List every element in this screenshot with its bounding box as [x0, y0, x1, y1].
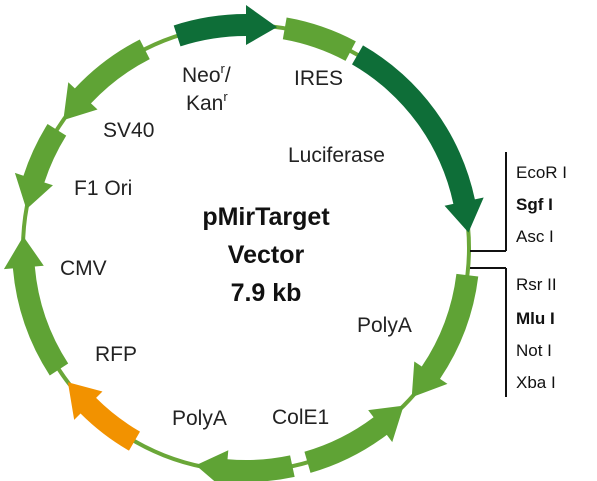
title-line-3: 7.9 kb — [231, 279, 302, 307]
mcs-lower-bracket — [470, 267, 507, 397]
polya-bottom-arrow — [195, 450, 295, 481]
site-asci: Asc I — [516, 227, 554, 246]
site-noti: Not I — [516, 341, 552, 360]
luciferase-arrow — [352, 45, 484, 233]
label-polya-right: PolyA — [357, 314, 412, 337]
label-cole1: ColE1 — [272, 406, 329, 429]
mcs-upper-bracket — [470, 152, 507, 252]
site-rsrii: Rsr II — [516, 275, 557, 294]
label-kan: Kanr — [186, 89, 228, 115]
cole1-arrow — [304, 405, 404, 473]
polya-right-arrow — [411, 273, 479, 398]
label-polya-bottom: PolyA — [172, 407, 227, 430]
label-cmv: CMV — [60, 257, 107, 280]
site-xbai: Xba I — [516, 373, 556, 392]
title-line-1: pMirTarget — [202, 203, 330, 231]
neo-kan-arrow — [173, 5, 278, 47]
cmv-arrow — [3, 236, 69, 376]
rfp-arrow — [67, 382, 140, 451]
site-sgfi: Sgf I — [516, 195, 553, 214]
label-sv40: SV40 — [103, 119, 154, 142]
site-mlui: Mlu I — [516, 309, 555, 328]
label-neo: Neor/ — [182, 61, 231, 87]
site-ecori: EcoR I — [516, 163, 567, 182]
f1ori-arrow — [14, 123, 67, 210]
ires-segment — [282, 17, 356, 61]
label-ires: IRES — [294, 67, 343, 90]
title-line-2: Vector — [228, 241, 305, 269]
label-f1ori: F1 Ori — [74, 177, 132, 200]
label-luciferase: Luciferase — [288, 144, 385, 167]
sv40-arrow — [63, 39, 150, 121]
label-rfp: RFP — [95, 343, 137, 366]
